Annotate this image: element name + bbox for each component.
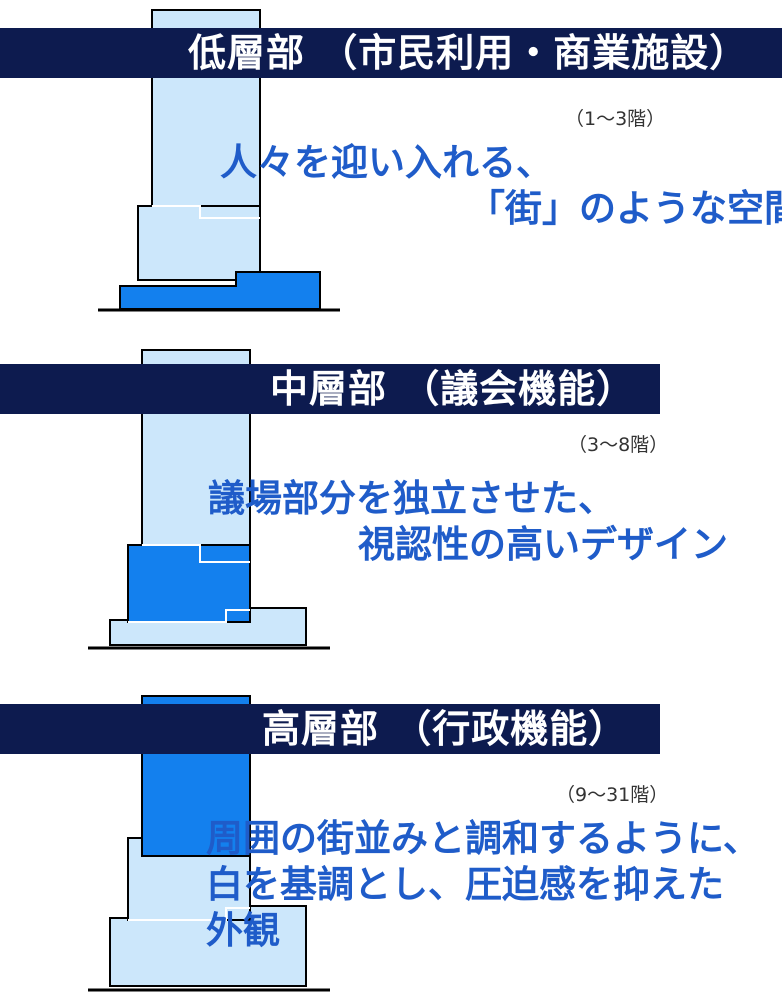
description-line: 「街」のような空間: [468, 187, 782, 230]
middle-base-line: [128, 907, 250, 921]
middle-step-line: [142, 544, 250, 563]
section-title: 中層部 （議会機能）: [270, 367, 636, 411]
section-title-bar: 中層部 （議会機能）: [0, 364, 660, 414]
floor-range: （1～3階）: [565, 108, 666, 130]
middle-block: [127, 544, 251, 623]
section-description: 人々を迎い入れる、 「街」のような空間: [220, 140, 782, 232]
description-line: 視認性の高いデザイン: [358, 523, 728, 566]
section-mid-rise: 中層部 （議会機能） （3～8階） 議場部分を独立させた、 視認性の高いデザイン: [0, 330, 782, 660]
section-title-bar: 高層部 （行政機能）: [0, 704, 660, 754]
section-description: 議場部分を独立させた、 視認性の高いデザイン: [208, 476, 728, 568]
middle-base-line: [128, 609, 250, 623]
description-line: 議場部分を独立させた、: [208, 477, 615, 520]
section-title: 高層部 （行政機能）: [262, 707, 628, 751]
section-low-rise: 低層部 （市民利用・商業施設） （1～3階） 人々を迎い入れる、 「街」のような…: [0, 0, 782, 330]
section-title-bar: 低層部 （市民利用・商業施設）: [0, 28, 782, 78]
description-line: 白を基調とし、圧迫感を抑えた: [206, 863, 724, 906]
section-description: 周囲の街並みと調和するように、 白を基調とし、圧迫感を抑えた 外観: [206, 816, 760, 954]
floor-range: （9～31階）: [556, 784, 669, 806]
description-line: 人々を迎い入れる、: [220, 141, 553, 184]
middle-step-line: [152, 205, 260, 219]
floor-range: （3～8階）: [568, 434, 669, 456]
section-title: 低層部 （市民利用・商業施設）: [188, 31, 749, 75]
description-line: 外観: [206, 909, 280, 952]
description-line: 周囲の街並みと調和するように、: [206, 817, 760, 860]
section-high-rise: 高層部 （行政機能） （9～31階） 周囲の街並みと調和するように、 白を基調と…: [0, 660, 782, 996]
